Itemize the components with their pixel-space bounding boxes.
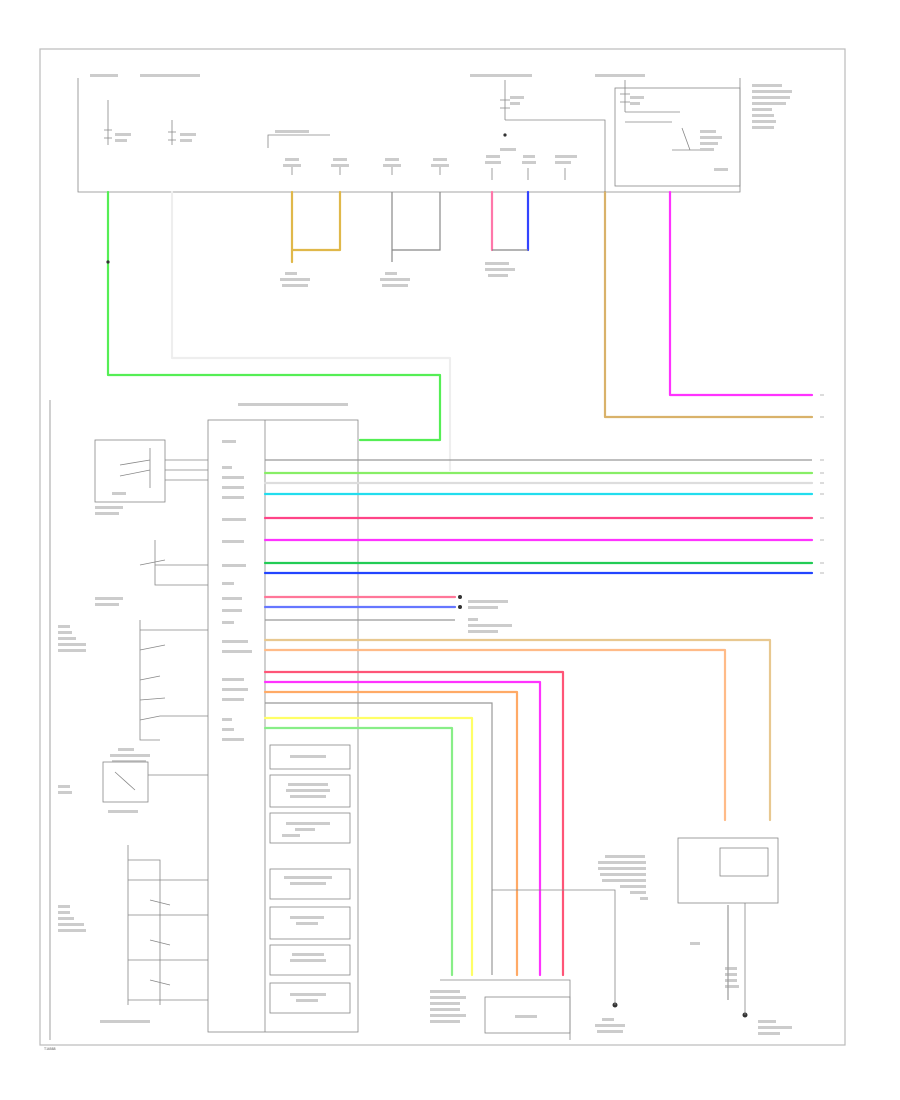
washer-switch-chain [139,620,208,741]
top-wires [106,119,814,472]
wire-pink-672 [263,670,565,977]
wire-magenta-682 [263,680,542,977]
footer-code: T16588 [44,1047,56,1051]
wire-lightgreen-feed [106,190,442,442]
left-switches [49,400,208,1040]
wire-tan-down [603,190,814,419]
submodule-text [282,755,332,1002]
wire-yellow-718 [263,716,474,977]
front-wiper-switch-box [94,439,166,503]
fuse-connector-row [291,165,566,180]
lower-left-switch-chain [127,845,208,1005]
fuse-group-bracket [267,134,330,148]
fuse-4 [620,80,630,112]
control-unit-submodules [269,744,351,1014]
pin-labels [222,440,252,741]
wire-gray-pair-2 [391,192,441,262]
wire-tan-pair-1b [290,190,342,252]
wire-magenta-down [668,190,814,397]
splice-dots [106,133,748,1018]
relay-small-box [102,761,149,803]
fuse-symbols [104,80,630,180]
control-unit-box [207,419,359,1033]
fuse-1 [104,100,112,145]
fuse-box-frame [77,78,741,193]
wire-gray-703 [265,702,493,975]
submodule-7 [269,982,351,1014]
wire-tan-640 [263,638,772,822]
rear-wiper-switch [139,540,208,586]
diagram-border [39,48,846,1046]
relay-box [614,87,741,187]
bottom-right-components [440,837,779,1040]
wire-fuse3-relay [505,119,606,192]
fuse-2 [168,120,176,145]
front-wiper-contacts [119,448,208,488]
wire-orange-692 [263,690,519,977]
signal-wires [263,459,814,1000]
fuse-3 [500,80,510,120]
wire-white-feed [170,190,452,472]
right-terminals [820,394,824,574]
wire-orange-650 [263,648,727,822]
relay-coil [625,111,705,151]
wire-lightgreen-728 [263,726,454,977]
